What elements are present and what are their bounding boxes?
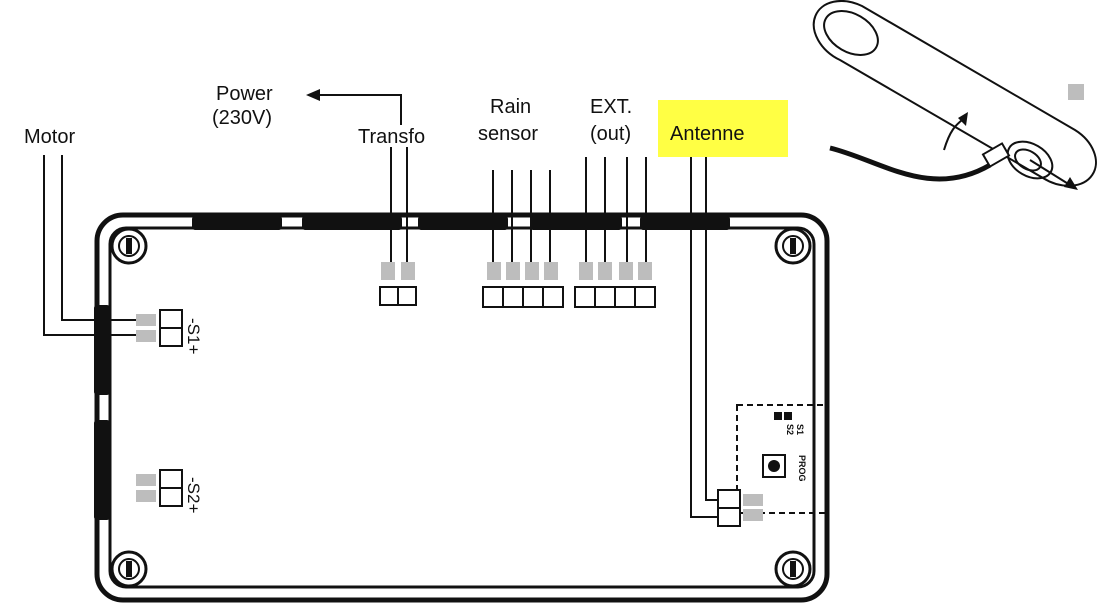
label-led-s1: S1 [795,424,805,435]
label-s1: -S1+ [184,318,203,354]
control-board [94,212,830,603]
label-rain-sensor: sensor [478,123,538,145]
motor-s1-terminal [43,155,183,347]
rain-sensor-terminal [482,170,564,308]
label-power-voltage: (230V) [212,107,272,129]
label-power: Power [216,83,273,105]
label-transfo: Transfo [358,126,425,148]
label-prog: PROG [797,455,807,482]
transfo-terminal [379,147,417,306]
motor-s2-terminal [136,469,183,507]
power-arrow [306,89,402,125]
ext-out-terminal [574,157,656,308]
left-bars [94,305,110,520]
led-s2 [774,412,782,420]
label-ext-out: (out) [590,123,631,145]
antenna-tube-icon [812,0,1097,190]
led-s1 [784,412,792,420]
mounting-hole-br [774,550,812,588]
mounting-hole-tl [110,227,148,265]
antenne-highlight: Antenne [658,100,788,157]
label-s2: -S2+ [184,477,203,513]
prog-button[interactable] [762,454,786,478]
label-led-s2: S2 [785,424,795,435]
mounting-hole-tr [774,227,812,265]
label-antenne: Antenne [670,123,745,145]
label-ext: EXT. [590,96,632,118]
label-rain: Rain [490,96,531,118]
label-motor: Motor [24,126,75,148]
receiver-module [690,157,828,527]
mounting-hole-bl [110,550,148,588]
grey-marker [1068,84,1084,100]
top-bars [192,216,730,230]
